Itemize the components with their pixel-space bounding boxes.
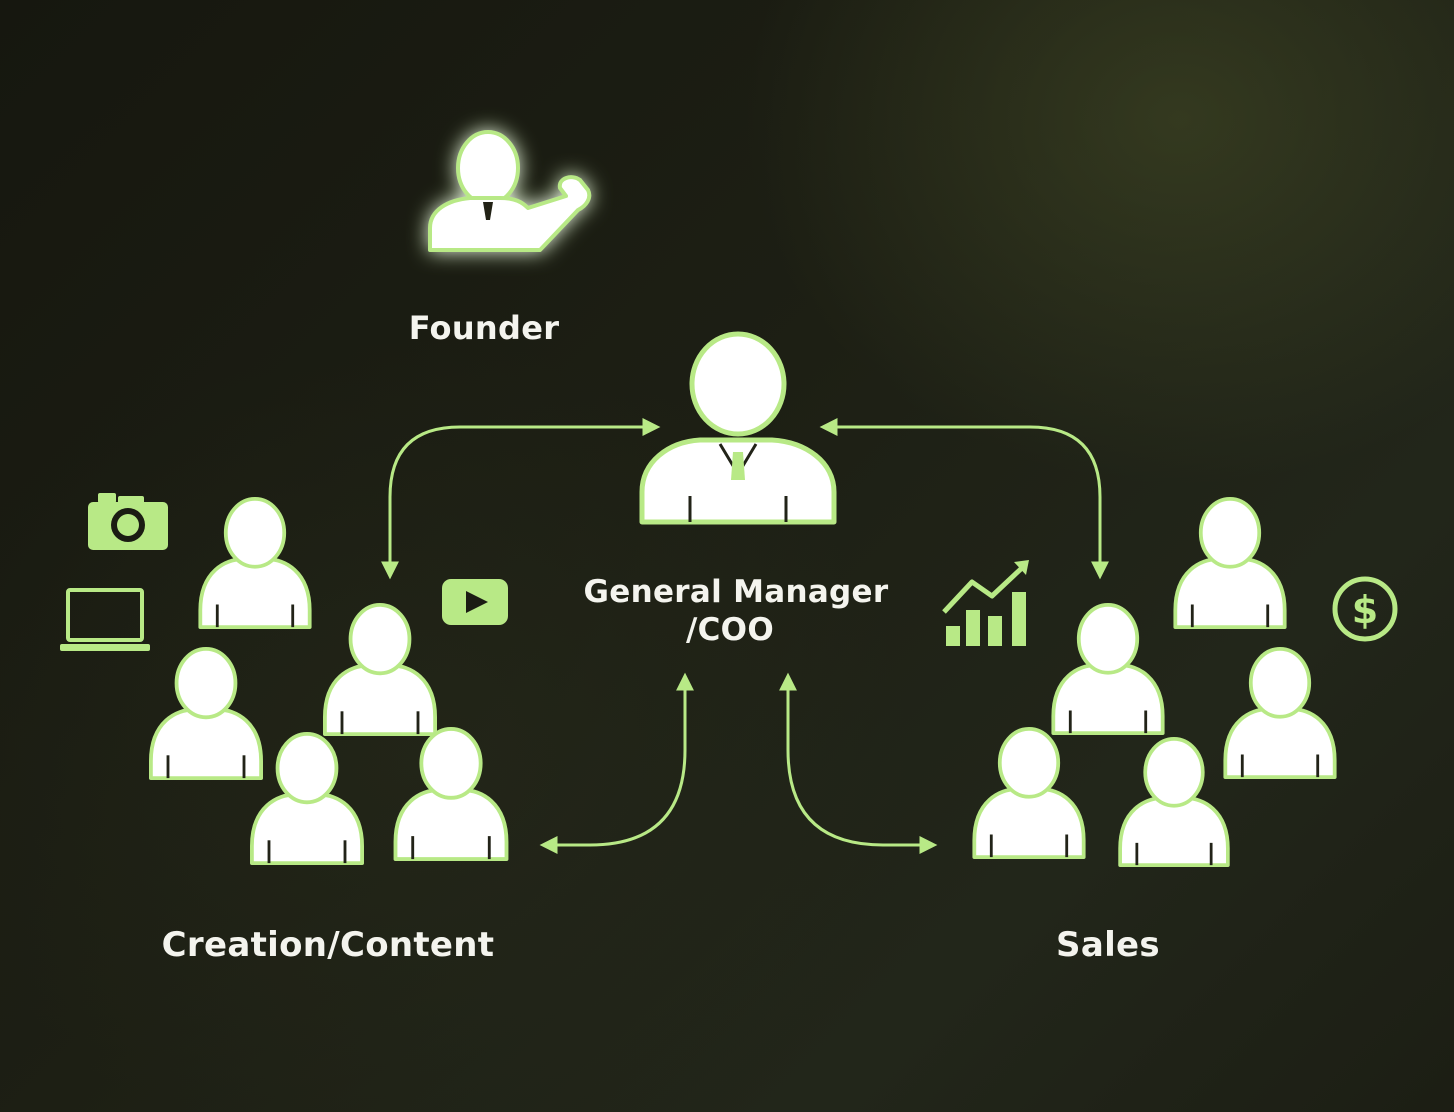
- creation-team-people: [151, 499, 507, 863]
- camera-icon: [88, 493, 168, 550]
- svg-text:$: $: [1352, 588, 1378, 632]
- creation-team-label: Creation/Content: [162, 925, 495, 965]
- connectors: [381, 418, 1109, 854]
- sales-team-node: $ Sales: [942, 499, 1398, 965]
- sales-team-label: Sales: [1056, 925, 1160, 965]
- general-manager-icon: [639, 331, 837, 525]
- gm-to-sales-top-arrow: [819, 418, 1109, 580]
- general-manager-label-line1: General Manager: [584, 574, 889, 610]
- founder-icon: [428, 130, 592, 252]
- growth-chart-icon: [942, 560, 1029, 646]
- youtube-play-icon: [442, 579, 508, 625]
- gm-to-sales-bottom-arrow: [779, 672, 938, 854]
- general-manager-node: General Manager /COO: [584, 331, 889, 648]
- sales-team-people: [974, 499, 1334, 865]
- general-manager-label-line2: /COO: [686, 612, 774, 648]
- creation-team-node: Creation/Content: [60, 493, 508, 965]
- founder-label: Founder: [409, 309, 560, 347]
- gm-to-creation-top-arrow: [381, 418, 661, 580]
- gm-to-creation-bottom-arrow: [539, 672, 694, 854]
- laptop-icon: [60, 588, 150, 651]
- founder-node: Founder: [409, 130, 592, 347]
- dollar-coin-icon: $: [1332, 576, 1398, 642]
